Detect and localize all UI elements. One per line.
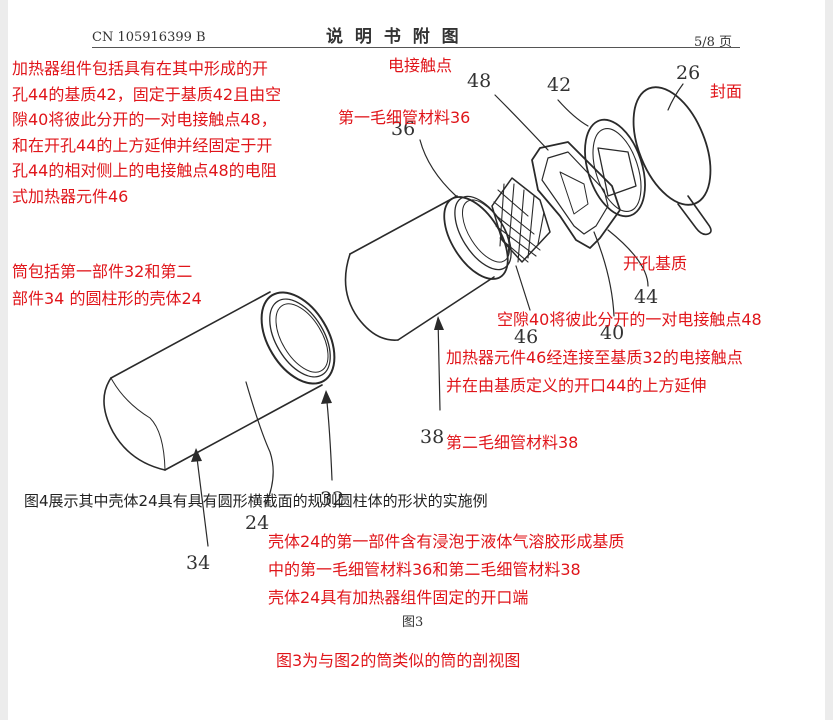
seal-frame [584,118,646,218]
annotation-tube-shell: 筒包括第一部件32和第二 部件34 的圆柱形的壳体24 [12,262,202,308]
ref-48: 48 [467,70,492,92]
ref-44: 44 [634,286,659,308]
seal-cover [632,86,712,236]
ref-26: 26 [676,62,701,84]
ref-32: 32 [320,488,345,510]
ref-40: 40 [600,322,625,344]
figure-caption: 图3 [402,615,424,630]
annotation-contact: 电接触点 [388,56,453,75]
annotation-second-capillary: 第二毛细管材料38 [446,433,579,452]
annotation-seal: 封面 [710,82,743,101]
header-rule [92,47,740,48]
annotation-fig3: 图3为与图2的筒类似的筒的剖视图 [276,651,521,670]
ref-36: 36 [391,118,416,140]
page-title: 说 明 书 附 图 [326,27,462,47]
patent-number: CN 105916399 B [92,30,206,45]
page-number: 5/8 页 [694,35,733,50]
ref-34: 34 [186,552,211,574]
cartridge-exploded-drawing [103,83,712,547]
leader-arrows [191,316,444,462]
annotation-aperture-substrate: 开孔基质 [623,254,688,273]
capillary-cylinder [344,195,512,341]
annotation-first-capillary: 第一毛细管材料36 [338,108,471,127]
substrate-plate [531,141,621,249]
heater-mesh [491,177,551,263]
annotation-gap-contacts: 空隙40将彼此分开的一对电接触点48 [497,310,762,329]
ref-42: 42 [547,74,572,96]
ref-24: 24 [245,512,270,534]
housing-cylinder [103,291,336,471]
annotation-heater-element: 加热器元件46经连接至基质32的电接触点 并在由基质定义的开口44的上方延伸 [446,348,743,395]
annotation-shell-first-part: 壳体24的第一部件含有浸泡于液体气溶胶形成基质 中的第一毛细管材料36和第二毛细… [268,532,625,607]
annotation-fig4: 图4展示其中壳体24具有具有圆形横截面的规则圆柱体的形状的实施例 [24,492,488,510]
ref-46: 46 [514,326,539,348]
annotation-heater-assembly: 加热器组件包括具有在其中形成的开 孔44的基质42，固定于基质42且由空 隙40… [12,59,282,206]
patent-drawing-page: CN 105916399 B 说 明 书 附 图 5/8 页 [8,0,825,720]
ref-38: 38 [420,426,445,448]
